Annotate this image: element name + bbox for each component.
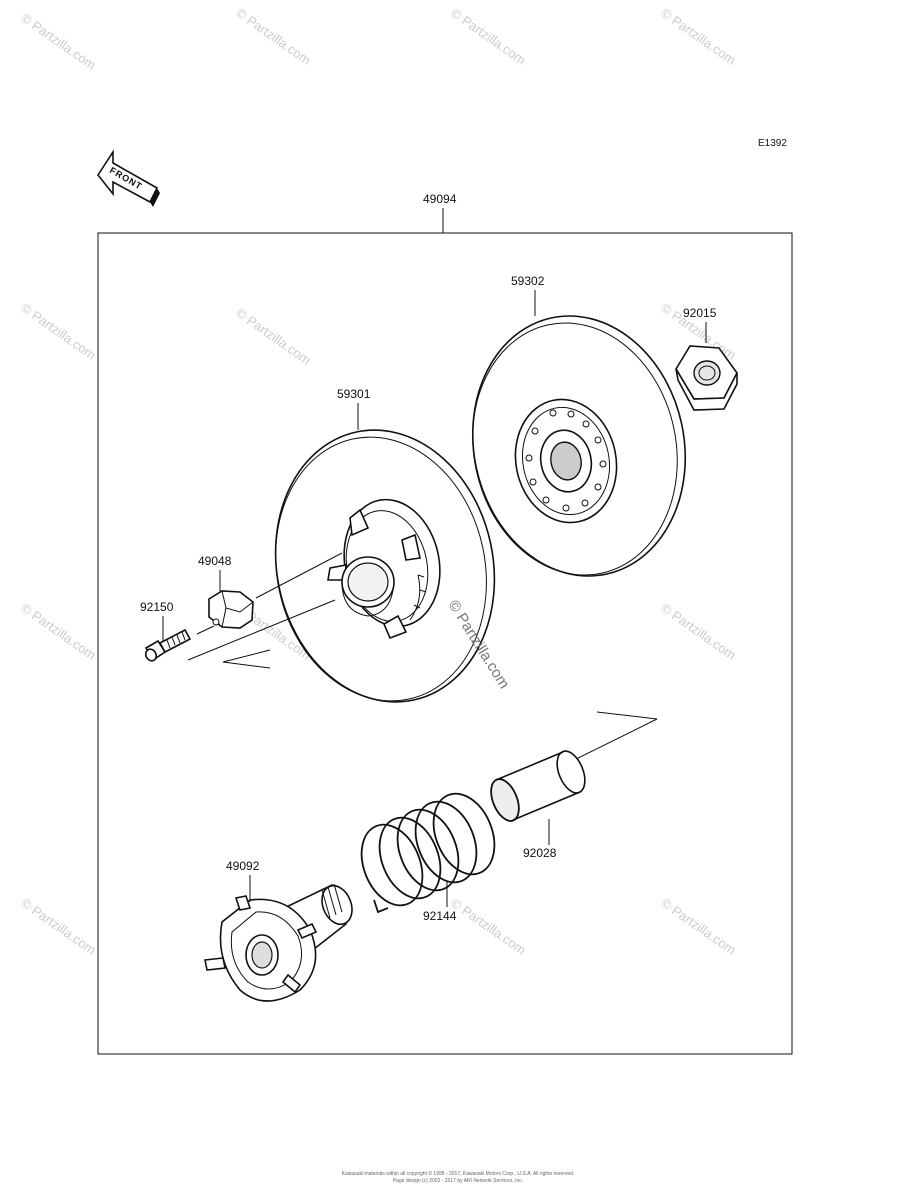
label-92015[interactable]: 92015 [683, 306, 717, 320]
watermark-13: © Partzilla.com [448, 895, 528, 958]
watermark-4: © Partzilla.com [658, 5, 738, 68]
cam-49092 [204, 883, 353, 1002]
collar-92028 [490, 750, 586, 822]
assembly-guides [187, 552, 658, 767]
watermark-11: © Partzilla.com [18, 895, 98, 958]
weight-49048 [208, 590, 254, 629]
watermark-14: © Partzilla.com [658, 895, 738, 958]
watermark-2: © Partzilla.com [233, 5, 313, 68]
diagram-code: E1392 [758, 138, 787, 149]
label-92144[interactable]: 92144 [423, 909, 457, 923]
label-49092[interactable]: 49092 [226, 859, 260, 873]
label-92150[interactable]: 92150 [140, 600, 174, 614]
label-49048[interactable]: 49048 [198, 554, 232, 568]
bolt-92150 [144, 628, 192, 662]
label-49094[interactable]: 49094 [423, 192, 457, 206]
watermark-5: © Partzilla.com [18, 300, 98, 363]
movable-sheave-59301 [274, 429, 496, 703]
watermark-8: © Partzilla.com [18, 600, 98, 663]
watermark-3: © Partzilla.com [448, 5, 528, 68]
fixed-sheave-59302 [471, 315, 687, 577]
label-59302[interactable]: 59302 [511, 274, 545, 288]
watermark-6: © Partzilla.com [233, 305, 313, 368]
label-92028[interactable]: 92028 [523, 846, 557, 860]
nut-92015 [675, 345, 738, 411]
watermark-1: © Partzilla.com [18, 10, 98, 73]
assembly-box [97, 232, 793, 1055]
spring-92144 [360, 792, 496, 914]
footer-page-design: Page design (c) 2002 - 2017 by ARI Netwo… [393, 1178, 523, 1184]
label-59301[interactable]: 59301 [337, 387, 371, 401]
front-arrow-icon: FRONT [97, 149, 160, 207]
footer-copyright: Kawasaki materials within all copyright … [342, 1170, 575, 1177]
watermark-10: © Partzilla.com [658, 600, 738, 663]
